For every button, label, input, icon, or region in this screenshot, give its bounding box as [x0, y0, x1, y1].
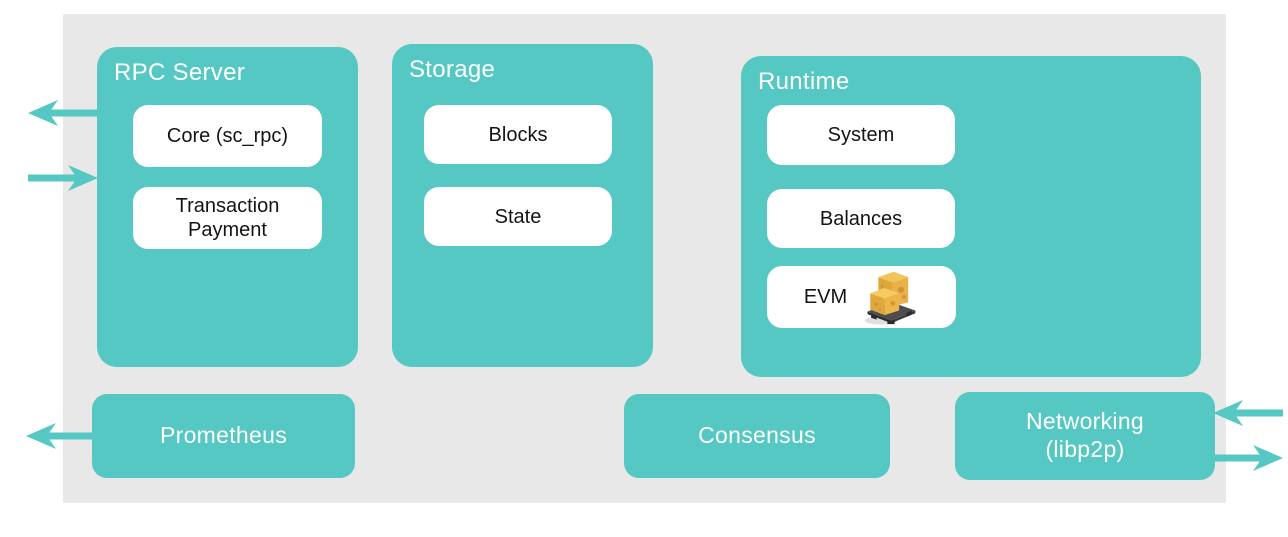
arrow-left-icon: [28, 100, 98, 126]
storage-title: Storage: [409, 56, 496, 83]
core-sc-rpc-box: Core (sc_rpc): [133, 105, 322, 167]
arrow-left-icon: [1213, 400, 1283, 426]
prometheus-node: Prometheus: [92, 394, 355, 478]
consensus-node: Consensus: [624, 394, 890, 478]
rpc-server-group: RPC Server Core (sc_rpc) Transaction Pay…: [97, 47, 358, 367]
rpc-server-title: RPC Server: [114, 59, 246, 86]
arrow-right-icon: [1213, 445, 1283, 471]
runtime-group: Runtime System Balances EVM: [741, 56, 1201, 377]
networking-libp2p-node: Networking (libp2p): [955, 392, 1215, 480]
cheese-on-pallet-icon: [864, 271, 916, 325]
storage-group: Storage Blocks State: [392, 44, 653, 367]
system-box: System: [767, 105, 955, 165]
state-box: State: [424, 187, 612, 246]
arrow-left-icon: [26, 423, 96, 449]
arrow-right-icon: [28, 165, 98, 191]
evm-box: EVM: [767, 266, 956, 328]
balances-box: Balances: [767, 189, 955, 248]
transaction-payment-box: Transaction Payment: [133, 187, 322, 249]
runtime-title: Runtime: [758, 68, 850, 95]
evm-label: EVM: [803, 286, 848, 308]
blocks-box: Blocks: [424, 105, 612, 164]
